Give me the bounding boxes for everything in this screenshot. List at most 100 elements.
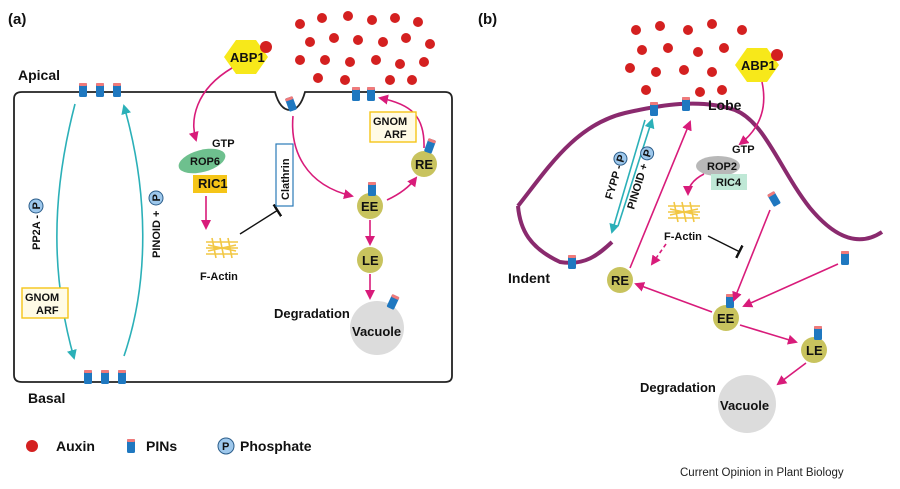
arrow-abp1-to-rop2 [738, 81, 765, 146]
arf-label-side: ARF [36, 305, 59, 317]
ric1-label: RIC1 [198, 176, 228, 191]
pin-indent [568, 255, 576, 269]
arrow-re-to-lobe [629, 120, 692, 269]
gtp-label-a: GTP [212, 138, 235, 150]
gnom-arf-box-top [369, 111, 417, 143]
ric1-box [193, 175, 227, 193]
apical-label: Apical [18, 67, 60, 83]
auxin-bound-b [771, 49, 783, 61]
factin-label-b: F-Actin [664, 231, 702, 243]
arrow-pinoid-b [617, 118, 655, 227]
pin-on-re-a [423, 138, 437, 154]
arrow-abp1-to-rop6 [188, 67, 233, 142]
re-endosome-b [607, 267, 633, 293]
pin-basal-2 [101, 370, 109, 384]
legend-auxin-swatch [26, 440, 38, 452]
gnom-label-side: GNOM [25, 292, 59, 304]
abp1-hexagon-a [224, 40, 268, 74]
basal-label: Basal [28, 390, 65, 406]
factin-label-a: F-Actin [200, 271, 238, 283]
ric4-label: RIC4 [716, 177, 742, 189]
abp1-label-a: ABP1 [230, 50, 265, 65]
arrow-factin-dashed [650, 243, 667, 266]
vacuole-label-b: Vacuole [720, 398, 769, 413]
ric4-box [711, 174, 747, 190]
phosphate-icon [640, 146, 655, 161]
le-label-a: LE [362, 253, 379, 268]
rop6-ellipse [178, 148, 226, 174]
factin-icon-a [205, 237, 239, 259]
pin-apical-right-1 [352, 87, 360, 101]
arrow-apical-to-basal [56, 103, 77, 360]
pin-apical-1 [79, 83, 87, 97]
arrow-lobe-to-ee [732, 209, 771, 302]
arrow-ee-to-re-b [634, 282, 713, 313]
legend-pin-swatch [127, 439, 135, 453]
ee-label-b: EE [717, 311, 735, 326]
legend-phosphate-swatch [217, 437, 235, 455]
gnom-arf-box-side [21, 287, 69, 319]
legend-phosphate-symbol: P [222, 441, 229, 453]
degradation-label-b: Degradation [640, 380, 716, 395]
panel-b-letter: (b) [478, 11, 497, 28]
re-endosome-a [411, 151, 437, 177]
re-label-b: RE [611, 273, 629, 288]
factin-icon-b [667, 201, 701, 223]
pavement-cell-membrane-indent [516, 205, 614, 265]
phosphate-symbol: P [615, 154, 629, 165]
gtp-label-b: GTP [732, 144, 755, 156]
panel-a: (a) Apical Basal PP2A - P PINOID + P [8, 11, 453, 406]
arrow-ee-to-re [386, 176, 418, 201]
rop6-label: ROP6 [190, 156, 220, 168]
arrow-indent-right-to-ee [742, 263, 839, 308]
phosphate-icon [148, 190, 164, 206]
pin-apical-2 [96, 83, 104, 97]
clathrin-box [275, 143, 294, 207]
pin-on-le-b [814, 326, 822, 340]
pin-indent-right [841, 251, 849, 265]
panel-a-letter: (a) [8, 11, 26, 28]
auxin-cloud-b [625, 19, 747, 97]
arrow-rop2-to-factin [683, 173, 705, 196]
indent-label: Indent [508, 270, 550, 286]
auxin-bound-a [260, 41, 272, 53]
arrow-fypp [609, 119, 646, 234]
phosphate-symbol: P [641, 148, 655, 159]
pin-lobe-1 [650, 102, 658, 116]
vacuole-a [350, 301, 404, 355]
pin-lobe-2 [682, 97, 690, 111]
vacuole-b [718, 375, 776, 433]
rop2-label: ROP2 [707, 161, 737, 173]
le-endosome-b [801, 337, 827, 363]
pin-basal-1 [84, 370, 92, 384]
phosphate-icon [28, 198, 44, 214]
ee-label-a: EE [361, 199, 379, 214]
pin-apical-right-2 [367, 87, 375, 101]
le-endosome-a [357, 247, 383, 273]
legend: Auxin PINs P Phosphate [26, 437, 312, 455]
gnom-label-top: GNOM [373, 116, 407, 128]
pp2a-label: PP2A - [31, 215, 43, 250]
pin-on-ee-b [726, 294, 734, 308]
arrow-le-to-vacuole-b [776, 362, 807, 386]
arf-label-top: ARF [384, 129, 407, 141]
arrow-basal-to-apical [121, 104, 144, 357]
clathrin-label: Clathrin [280, 158, 292, 200]
le-label-b: LE [806, 343, 823, 358]
pavement-cell-membrane [516, 101, 884, 242]
inhibit-factin-clathrin [239, 203, 283, 235]
phosphate-symbol: P [31, 202, 43, 209]
auxin-cloud-a [295, 11, 435, 85]
pin-lobe-side [767, 190, 781, 208]
abp1-label-b: ABP1 [741, 58, 776, 73]
lobe-label: Lobe [708, 97, 742, 113]
arrow-ee-to-le-b [739, 324, 798, 345]
pin-apical-3 [113, 83, 121, 97]
legend-auxin-label: Auxin [56, 438, 95, 454]
abp1-hexagon-b [735, 48, 779, 82]
pin-on-ee-a [368, 182, 376, 196]
arrow-pit-to-ee [291, 115, 354, 200]
ee-endosome-a [357, 193, 383, 219]
ee-endosome-b [713, 305, 739, 331]
